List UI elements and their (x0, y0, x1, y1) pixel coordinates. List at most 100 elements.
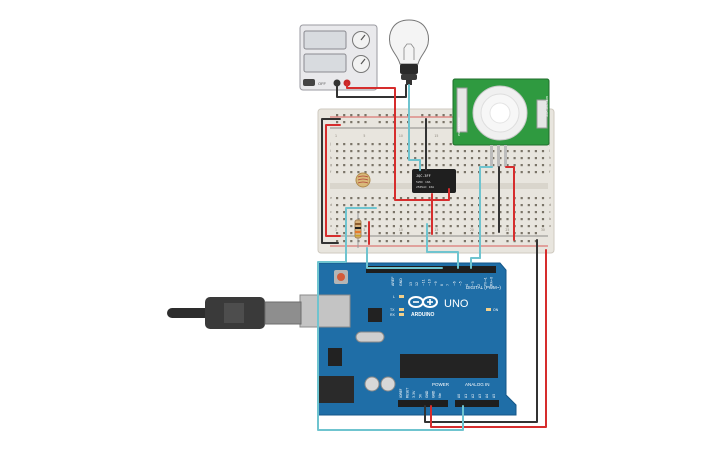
breadboard-hole[interactable] (385, 114, 388, 117)
breadboard-hole[interactable] (428, 240, 431, 243)
breadboard-hole[interactable] (470, 240, 474, 243)
breadboard-hole[interactable] (371, 197, 374, 200)
analog-header[interactable] (455, 400, 499, 407)
breadboard-hole[interactable] (442, 204, 445, 207)
breadboard-hole[interactable] (534, 218, 537, 221)
breadboard-hole[interactable] (492, 218, 495, 221)
breadboard-hole[interactable] (456, 218, 459, 221)
breadboard-hole[interactable] (442, 197, 445, 200)
breadboard-hole[interactable] (520, 218, 523, 221)
breadboard-hole[interactable] (449, 218, 452, 221)
breadboard-hole[interactable] (364, 240, 367, 243)
breadboard-hole[interactable] (499, 164, 502, 167)
breadboard-hole[interactable] (456, 150, 459, 153)
breadboard-hole[interactable] (357, 121, 360, 124)
breadboard-hole[interactable] (435, 225, 438, 228)
breadboard-hole[interactable] (392, 240, 395, 243)
breadboard-hole[interactable] (336, 143, 339, 146)
breadboard-hole[interactable] (392, 157, 395, 160)
breadboard-hole[interactable] (520, 164, 523, 167)
breadboard-hole[interactable] (364, 197, 367, 200)
breadboard-hole[interactable] (485, 157, 488, 160)
breadboard-hole[interactable] (534, 240, 537, 243)
breadboard-hole[interactable] (421, 225, 424, 228)
breadboard-hole[interactable] (414, 204, 417, 207)
breadboard-hole[interactable] (513, 157, 516, 160)
breadboard-hole[interactable] (541, 225, 545, 228)
breadboard-hole[interactable] (378, 150, 381, 153)
breadboard-hole[interactable] (392, 150, 395, 153)
breadboard-hole[interactable] (506, 204, 509, 207)
breadboard-hole[interactable] (414, 150, 417, 153)
breadboard-hole[interactable] (357, 211, 360, 214)
breadboard-hole[interactable] (399, 143, 403, 146)
breadboard-hole[interactable] (534, 157, 537, 160)
breadboard-hole[interactable] (350, 114, 353, 117)
breadboard-hole[interactable] (449, 157, 452, 160)
breadboard-hole[interactable] (478, 164, 481, 167)
breadboard-hole[interactable] (378, 225, 381, 228)
breadboard-hole[interactable] (506, 225, 509, 228)
power-switch[interactable] (303, 79, 315, 86)
breadboard-hole[interactable] (392, 204, 395, 207)
breadboard-hole[interactable] (399, 150, 403, 153)
breadboard-hole[interactable] (456, 211, 459, 214)
breadboard-hole[interactable] (499, 171, 502, 174)
digital-header[interactable] (366, 266, 496, 273)
breadboard-hole[interactable] (478, 157, 481, 160)
breadboard-hole[interactable] (492, 225, 495, 228)
breadboard-hole[interactable] (463, 232, 466, 235)
breadboard-hole[interactable] (414, 143, 417, 146)
breadboard-hole[interactable] (449, 164, 452, 167)
breadboard-hole[interactable] (527, 164, 530, 167)
breadboard-hole[interactable] (470, 204, 474, 207)
breadboard-hole[interactable] (527, 157, 530, 160)
breadboard-hole[interactable] (463, 225, 466, 228)
breadboard-hole[interactable] (442, 232, 445, 235)
breadboard-hole[interactable] (336, 157, 339, 160)
breadboard-hole[interactable] (371, 211, 374, 214)
breadboard-hole[interactable] (343, 150, 346, 153)
breadboard-hole[interactable] (470, 171, 474, 174)
breadboard-hole[interactable] (449, 143, 452, 146)
breadboard-hole[interactable] (399, 171, 403, 174)
breadboard-hole[interactable] (534, 171, 537, 174)
breadboard-hole[interactable] (506, 232, 509, 235)
breadboard-hole[interactable] (428, 232, 431, 235)
breadboard-hole[interactable] (385, 121, 388, 124)
breadboard-hole[interactable] (392, 232, 395, 235)
breadboard-hole[interactable] (492, 164, 495, 167)
breadboard-hole[interactable] (541, 211, 545, 214)
breadboard-hole[interactable] (421, 157, 424, 160)
breadboard-hole[interactable] (364, 114, 367, 117)
arduino-uno[interactable]: ARDUINO UNO DIGITAL (PWM~) POWER ANALOG … (299, 262, 517, 416)
breadboard-hole[interactable] (421, 121, 424, 124)
breadboard-hole[interactable] (421, 197, 424, 200)
breadboard-hole[interactable] (520, 204, 523, 207)
breadboard-hole[interactable] (371, 204, 374, 207)
breadboard-hole[interactable] (385, 218, 388, 221)
breadboard-hole[interactable] (506, 197, 509, 200)
breadboard-hole[interactable] (520, 150, 523, 153)
photoresistor[interactable] (355, 172, 371, 188)
breadboard-hole[interactable] (350, 218, 353, 221)
breadboard-hole[interactable] (456, 164, 459, 167)
breadboard-hole[interactable] (463, 204, 466, 207)
breadboard-hole[interactable] (350, 143, 353, 146)
breadboard-hole[interactable] (485, 232, 488, 235)
breadboard-hole[interactable] (527, 218, 530, 221)
breadboard-hole[interactable] (435, 157, 438, 160)
breadboard-hole[interactable] (534, 204, 537, 207)
breadboard-hole[interactable] (449, 225, 452, 228)
breadboard-hole[interactable] (463, 197, 466, 200)
breadboard-hole[interactable] (385, 197, 388, 200)
breadboard-hole[interactable] (541, 157, 545, 160)
breadboard-hole[interactable] (520, 225, 523, 228)
breadboard-hole[interactable] (378, 143, 381, 146)
breadboard-hole[interactable] (506, 218, 509, 221)
breadboard-hole[interactable] (392, 164, 395, 167)
breadboard-hole[interactable] (343, 204, 346, 207)
breadboard-hole[interactable] (485, 197, 488, 200)
breadboard-hole[interactable] (428, 157, 431, 160)
breadboard-hole[interactable] (492, 157, 495, 160)
